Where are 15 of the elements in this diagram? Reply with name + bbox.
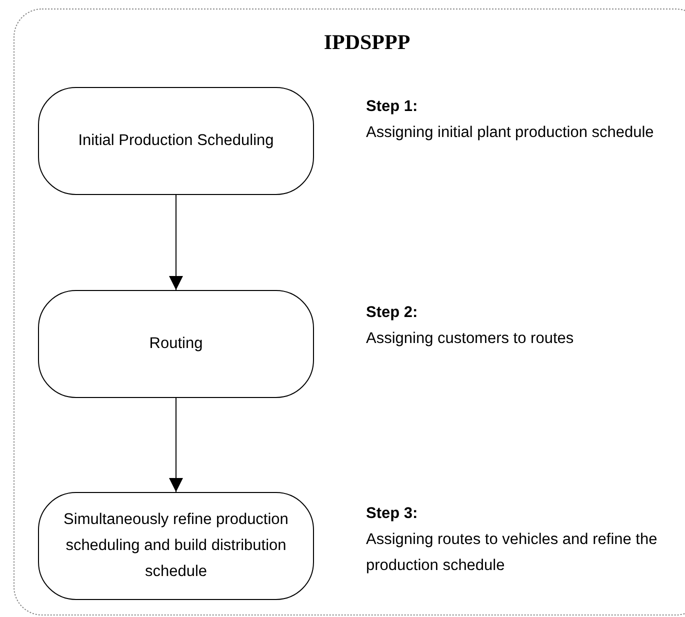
process-box (38, 87, 314, 195)
node-label: Simultaneously refine production scheduling and build distribution schedule (62, 510, 290, 582)
process-box (38, 492, 314, 600)
step-heading: Step 3: (366, 504, 419, 524)
process-box (38, 290, 314, 398)
node-label: Routing (148, 334, 204, 354)
step-heading: Step 2: (366, 303, 419, 323)
arrow (169, 194, 183, 290)
step-description: Assigning routes to vehicles and refine the production schedule (366, 530, 658, 576)
step-heading: Step 1: (366, 97, 419, 117)
step-description: Assigning customers to routes (366, 329, 575, 349)
arrow (169, 398, 183, 492)
node-label: Initial Production Scheduling (77, 131, 275, 151)
step-description: Assigning initial plant production schedule (366, 123, 655, 143)
diagram-title: IPDSPPP (322, 30, 412, 55)
